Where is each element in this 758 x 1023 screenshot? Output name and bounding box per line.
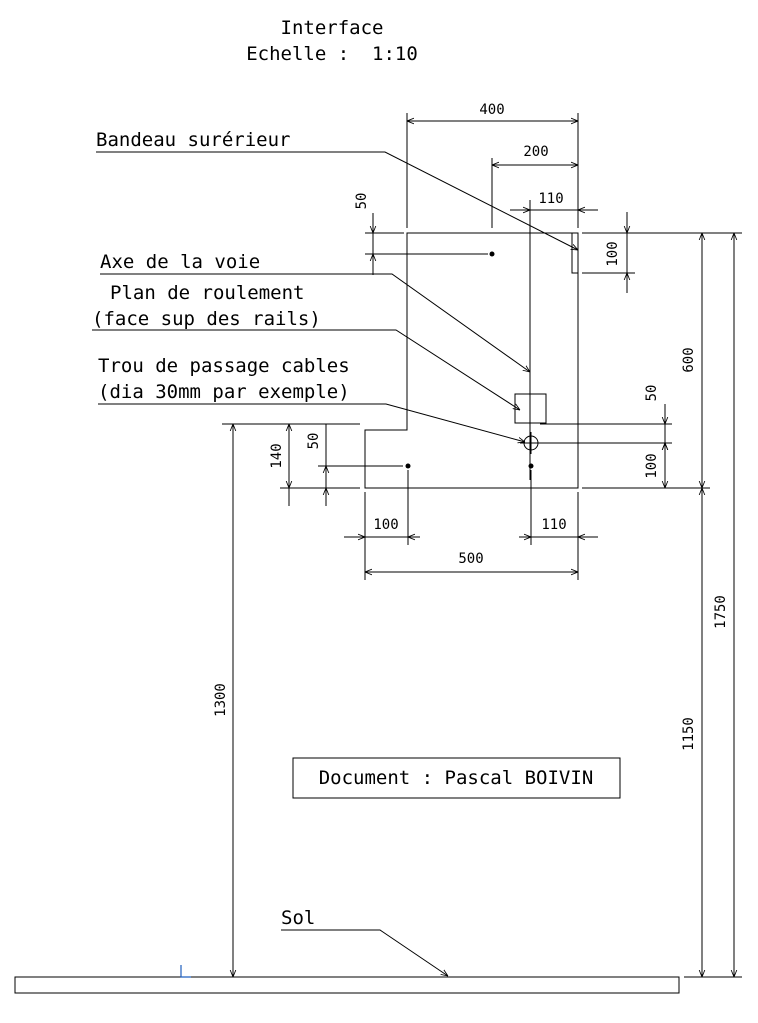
dim-110-top: 110 — [538, 191, 563, 207]
label-trou-line1: Trou de passage cables — [98, 355, 350, 377]
fixing-point-top — [489, 251, 495, 257]
dim-50-top: 50 — [354, 193, 370, 210]
document-author: Document : Pascal BOIVIN — [319, 767, 594, 789]
label-plan-line1: Plan de roulement — [110, 282, 304, 304]
origin-marker — [180, 965, 191, 978]
dim-1750: 1750 — [713, 595, 729, 629]
interface-plate-outline — [364, 232, 579, 489]
drawing-title: Interface — [281, 17, 384, 39]
leader-bandeau — [96, 151, 578, 250]
label-axe: Axe de la voie — [100, 251, 260, 273]
dim-50-right: 50 — [644, 385, 660, 402]
label-bandeau: Bandeau surérieur — [96, 129, 290, 151]
label-trou-line2: (dia 30mm par exemple) — [98, 381, 350, 403]
leader-axe — [100, 273, 530, 372]
ground-sol — [14, 976, 680, 994]
dim-1150: 1150 — [681, 717, 697, 751]
dim-400: 400 — [479, 102, 504, 118]
document-box — [292, 757, 621, 799]
dim-1300: 1300 — [213, 683, 229, 717]
dim-50-left: 50 — [306, 433, 322, 450]
dim-100-top: 100 — [605, 241, 621, 266]
leader-sol — [281, 929, 448, 976]
fixing-point-bottom-left — [405, 463, 411, 469]
dim-500: 500 — [458, 551, 483, 567]
leader-plan — [92, 329, 520, 410]
fixing-point-bottom-right — [528, 463, 534, 469]
dim-100-right: 100 — [644, 453, 660, 478]
upper-band — [571, 233, 578, 274]
drawing-scale: Echelle : 1:10 — [246, 43, 418, 65]
label-sol: Sol — [281, 907, 315, 929]
dim-140: 140 — [269, 443, 285, 468]
dim-200: 200 — [523, 144, 548, 160]
label-plan-line2: (face sup des rails) — [92, 308, 321, 330]
dim-110-bottom: 110 — [541, 517, 566, 533]
leader-trou — [98, 403, 525, 442]
dim-100-bottom: 100 — [373, 517, 398, 533]
dim-600: 600 — [681, 347, 697, 372]
